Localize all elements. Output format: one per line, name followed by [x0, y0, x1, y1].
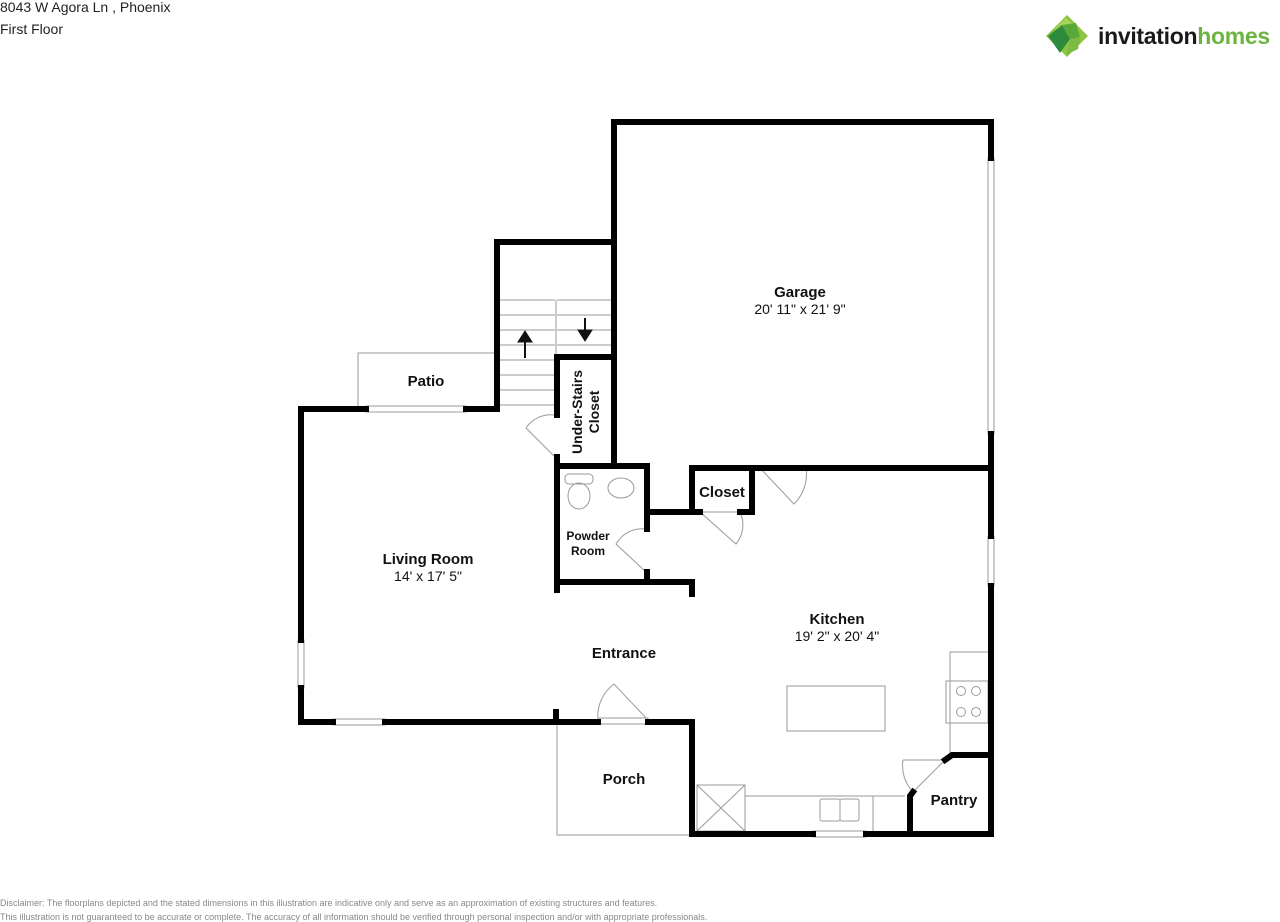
- garage-dims: 20' 11" x 21' 9": [754, 301, 845, 317]
- living-room-dims: 14' x 17' 5": [394, 568, 462, 584]
- closet-label: Closet: [699, 484, 745, 501]
- kitchen-dims: 19' 2" x 20' 4": [795, 628, 880, 644]
- powder-room-label-line2: Room: [571, 544, 605, 558]
- disclaimer-line1: Disclaimer: The floorplans depicted and …: [0, 898, 658, 908]
- living-room-label: Living Room: [383, 551, 474, 568]
- garage-label: Garage: [774, 284, 826, 301]
- under-stairs-label-line1: Under-Stairs: [569, 370, 585, 454]
- floor-label: First Floor: [0, 21, 63, 37]
- logo-diamond-icon: [1046, 15, 1088, 57]
- property-address: 8043 W Agora Ln , Phoenix: [0, 0, 171, 15]
- powder-room-label-line1: Powder: [566, 529, 610, 543]
- porch-label: Porch: [603, 771, 646, 788]
- logo-wordmark: invitationhomes: [1098, 22, 1270, 49]
- kitchen-label: Kitchen: [809, 611, 864, 628]
- brand-logo: invitationhomes: [1044, 12, 1280, 60]
- patio-label: Patio: [408, 373, 445, 390]
- under-stairs-label-line2: Closet: [586, 390, 602, 433]
- disclaimer-line2: This illustration is not guaranteed to b…: [0, 912, 708, 922]
- entrance-label: Entrance: [592, 645, 656, 662]
- pantry-label: Pantry: [931, 792, 978, 809]
